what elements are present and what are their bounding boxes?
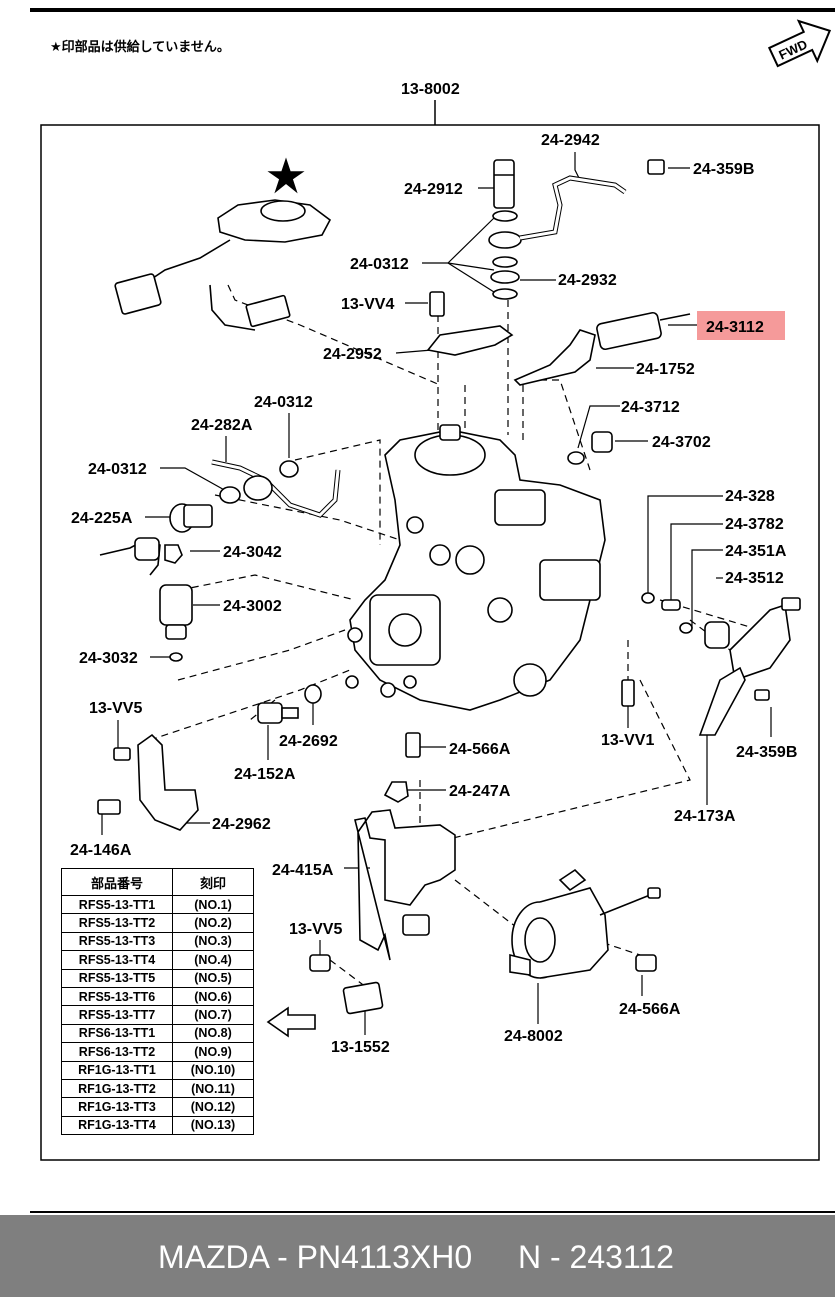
- table-row: RF1G-13-TT1(NO.10): [61, 1060, 254, 1080]
- part-drawings: [97, 157, 801, 1038]
- part-label: 13-1552: [331, 1039, 390, 1056]
- table-cell: (NO.10): [172, 1060, 254, 1080]
- supply-note: ★印部品は供給していません。: [50, 40, 230, 55]
- part-label: 24-3002: [223, 598, 282, 615]
- table-row: RFS5-13-TT1(NO.1): [61, 894, 254, 915]
- part-number-table: 部品番号 刻印 RFS5-13-TT1(NO.1) RFS5-13-TT2(NO…: [61, 868, 254, 1136]
- footer-item: N - 243112: [518, 1239, 674, 1275]
- part-label: 24-152A: [234, 766, 296, 783]
- table-cell: RFS5-13-TT7: [61, 1005, 173, 1025]
- part-label: 24-225A: [71, 510, 133, 527]
- part-label: 24-146A: [70, 842, 132, 859]
- table-cell: RFS5-13-TT5: [61, 968, 173, 988]
- part-label: 24-359B: [693, 161, 754, 178]
- part-label: 24-2952: [323, 346, 382, 363]
- table-cell: (NO.2): [172, 913, 254, 933]
- table-cell: (NO.11): [172, 1078, 254, 1099]
- part-label: 24-3042: [223, 544, 282, 561]
- part-label: 24-2962: [212, 816, 271, 833]
- part-label: 24-0312: [350, 256, 409, 273]
- bottom-rule: [30, 1211, 835, 1213]
- part-label: 13-VV5: [289, 921, 342, 938]
- table-header-part-number: 部品番号: [61, 868, 173, 896]
- part-label: 13-VV4: [341, 296, 394, 313]
- exploded-diagram: FWD 13-8002 24-3112 24-2942 24-359B 24-2…: [40, 19, 832, 1161]
- part-label: 24-247A: [449, 783, 511, 800]
- table-cell: RF1G-13-TT1: [61, 1060, 173, 1080]
- table-cell: (NO.8): [172, 1023, 254, 1044]
- table-cell: RF1G-13-TT4: [61, 1115, 173, 1136]
- table-row: RFS6-13-TT1(NO.8): [61, 1023, 254, 1044]
- top-rule: [30, 8, 835, 12]
- part-label: 24-1752: [636, 361, 695, 378]
- part-label: 24-3032: [79, 650, 138, 667]
- table-header-marking: 刻印: [172, 868, 254, 896]
- part-label: 24-3782: [725, 516, 784, 533]
- table-cell: (NO.9): [172, 1042, 254, 1062]
- part-labels: 24-2942 24-359B 24-2912 24-0312 24-2932 …: [70, 132, 797, 1056]
- table-cell: RFS5-13-TT1: [61, 894, 173, 915]
- table-row: RF1G-13-TT3(NO.12): [61, 1097, 254, 1117]
- star-icon: [267, 157, 305, 194]
- table-cell: (NO.1): [172, 894, 254, 915]
- part-label: 24-2942: [541, 132, 600, 149]
- table-cell: (NO.3): [172, 931, 254, 952]
- part-label: 13-VV1: [601, 732, 654, 749]
- table-cell: (NO.4): [172, 950, 254, 970]
- part-label: 24-3702: [652, 434, 711, 451]
- part-label: 24-8002: [504, 1028, 563, 1045]
- part-label: 24-2932: [558, 272, 617, 289]
- part-label: 24-359B: [736, 744, 797, 761]
- part-label: 24-173A: [674, 808, 736, 825]
- table-cell: RF1G-13-TT2: [61, 1078, 173, 1099]
- table-cell: RFS5-13-TT6: [61, 986, 173, 1007]
- table-row: RF1G-13-TT4(NO.13): [61, 1115, 254, 1136]
- table-cell: RF1G-13-TT3: [61, 1097, 173, 1117]
- table-cell: RFS5-13-TT2: [61, 913, 173, 933]
- table-row: RF1G-13-TT2(NO.11): [61, 1078, 254, 1099]
- part-label: 24-566A: [619, 1001, 681, 1018]
- table-row: RFS5-13-TT3(NO.3): [61, 931, 254, 952]
- fwd-arrow-icon: FWD: [767, 19, 832, 68]
- part-label: 24-3712: [621, 399, 680, 416]
- table-cell: (NO.13): [172, 1115, 254, 1136]
- table-cell: RFS5-13-TT4: [61, 950, 173, 970]
- part-label: 13-VV5: [89, 700, 142, 717]
- table-row: RFS6-13-TT2(NO.9): [61, 1042, 254, 1062]
- label-24-3112: 24-3112: [706, 319, 764, 336]
- main-frame: [40, 124, 820, 1161]
- part-label: 24-3512: [725, 570, 784, 587]
- part-label: 24-2912: [404, 181, 463, 198]
- part-label: 24-328: [725, 488, 775, 505]
- footer-brand-part: MAZDA - PN4113XH0: [158, 1239, 473, 1275]
- table-row: RFS5-13-TT7(NO.7): [61, 1005, 254, 1025]
- table-row: RFS5-13-TT5(NO.5): [61, 968, 254, 988]
- table-cell: RFS6-13-TT1: [61, 1023, 173, 1044]
- label-13-8002: 13-8002: [401, 81, 460, 98]
- highlight-box: [697, 311, 785, 340]
- part-label: 24-0312: [254, 394, 313, 411]
- part-label: 24-0312: [88, 461, 147, 478]
- table-cell: RFS5-13-TT3: [61, 931, 173, 952]
- table-cell: RFS6-13-TT2: [61, 1042, 173, 1062]
- part-label: 24-415A: [272, 862, 334, 879]
- table-cell: (NO.5): [172, 968, 254, 988]
- table-row: RFS5-13-TT2(NO.2): [61, 913, 254, 933]
- leader-lines: [101, 152, 772, 1035]
- table-cell: (NO.6): [172, 986, 254, 1007]
- part-label: 24-351A: [725, 543, 787, 560]
- footer-bar: MAZDA - PN4113XH0 N - 243112: [0, 1215, 835, 1297]
- left-arrow-icon: [266, 1006, 316, 1038]
- part-label: 24-2692: [279, 733, 338, 750]
- table-cell: (NO.7): [172, 1005, 254, 1025]
- part-label: 24-282A: [191, 417, 253, 434]
- table-row: RFS5-13-TT4(NO.4): [61, 950, 254, 970]
- table-cell: (NO.12): [172, 1097, 254, 1117]
- table-row: RFS5-13-TT6(NO.6): [61, 986, 254, 1007]
- part-label: 24-566A: [449, 741, 511, 758]
